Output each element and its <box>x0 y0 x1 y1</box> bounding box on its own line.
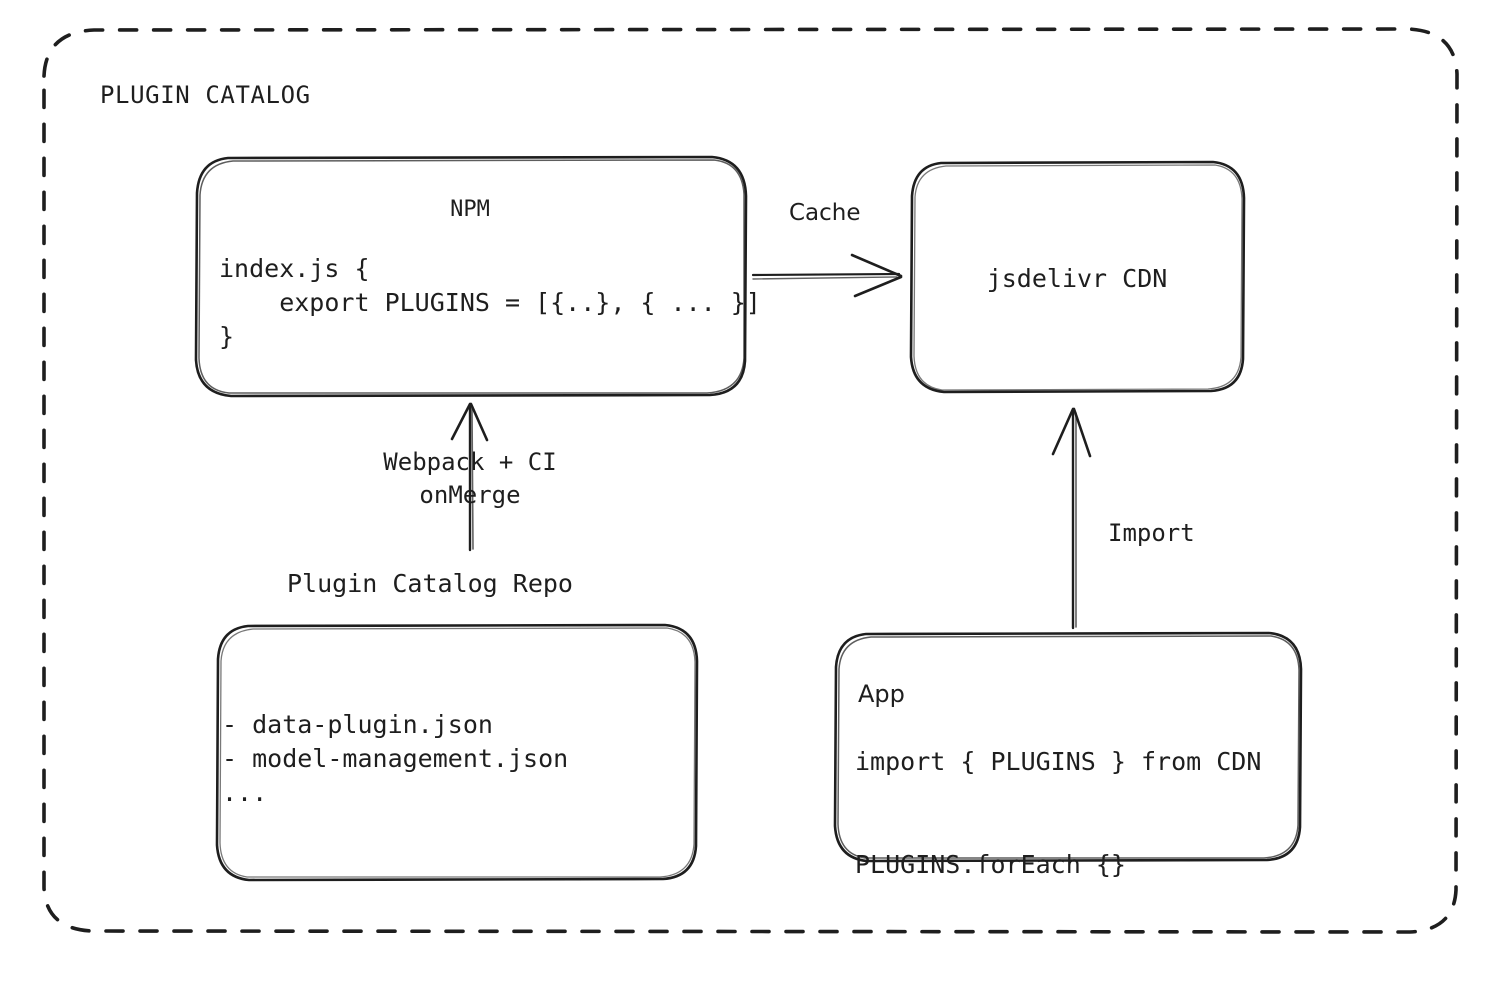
webpack-edge-label: Webpack + CI onMerge <box>383 448 557 510</box>
app-node-title: App <box>858 680 905 708</box>
app-node-code: import { PLUGINS } from CDN PLUGINS.forE… <box>855 747 1262 879</box>
npm-node-code: index.js { export PLUGINS = [{..}, { ...… <box>219 254 761 351</box>
cdn-node-title: jsdelivr CDN <box>986 264 1168 293</box>
npm-node-title: NPM <box>450 197 490 222</box>
cache-edge-label: Cache <box>789 200 861 226</box>
group-title: PLUGIN CATALOG <box>100 81 311 109</box>
repo-node-file-list: - data-plugin.json - model-management.js… <box>222 710 569 807</box>
repo-node-caption: Plugin Catalog Repo <box>287 569 573 598</box>
cache-arrow <box>751 253 903 298</box>
import-edge-label: Import <box>1108 519 1195 547</box>
import-arrow <box>1051 407 1092 630</box>
